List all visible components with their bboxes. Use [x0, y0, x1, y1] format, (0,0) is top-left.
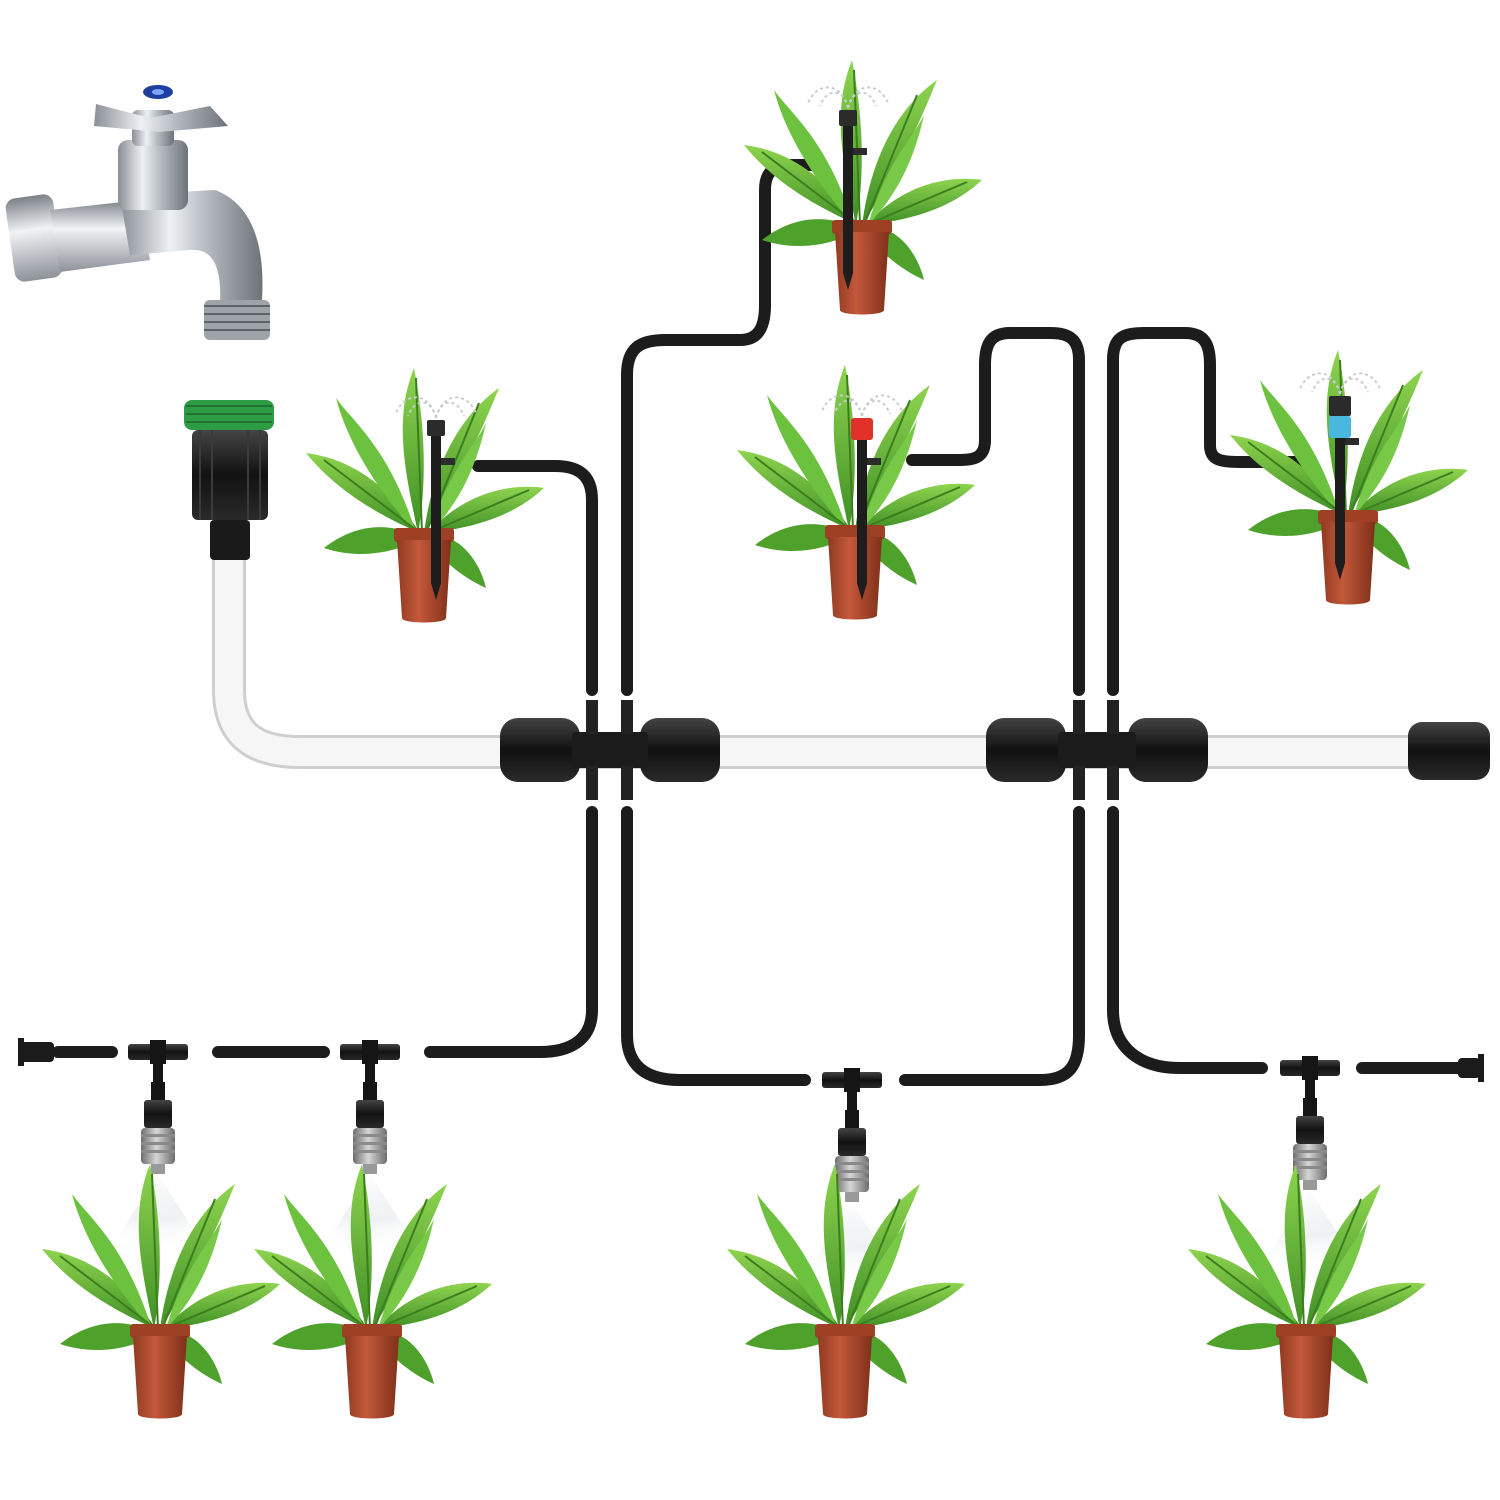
tee-connector-2	[340, 1040, 400, 1082]
tee-connector-1	[128, 1040, 188, 1082]
sprinkler-icon-red	[821, 394, 903, 600]
tee-connector-3	[822, 1068, 882, 1110]
distribution-tubing	[52, 159, 1466, 1086]
four-way-connector-1	[500, 700, 720, 800]
end-cap-icon	[1408, 722, 1490, 780]
tap-adapter-icon	[184, 400, 274, 560]
faucet-icon	[5, 85, 270, 340]
sprinkler-plant-top	[743, 59, 983, 316]
potted-plant-icon-3	[726, 1163, 966, 1420]
main-hose	[212, 560, 1440, 769]
end-plug-right	[1458, 1054, 1484, 1082]
sprinkler-plant-blue	[1229, 349, 1469, 606]
end-plug-left	[18, 1038, 54, 1066]
sprinkler-plant-left	[305, 367, 545, 624]
four-way-connector-2	[986, 700, 1208, 800]
tee-connector-4	[1280, 1056, 1340, 1098]
sprinkler-icon-blue	[1299, 372, 1381, 580]
